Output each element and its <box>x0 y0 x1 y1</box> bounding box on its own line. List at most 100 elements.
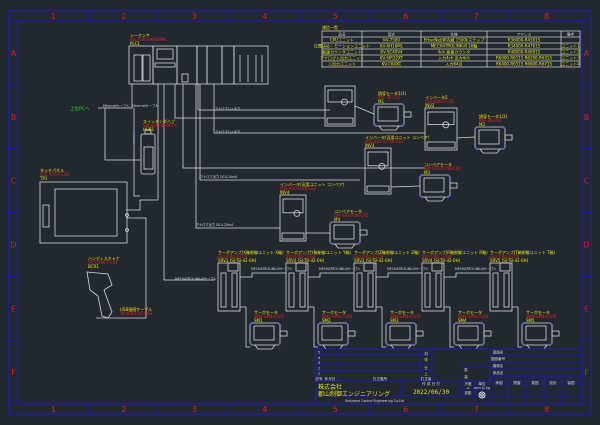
servo-drive-label: サーボアンプ(T軸制御ユニット T軸) <box>490 249 555 255</box>
rev-by-header: 訂正者 <box>421 376 432 381</box>
switching-hub: スイッチングハブ SW-HUB-8PORT-C HUB1 <box>140 118 178 175</box>
servo-link-label: MECHATROLINK-IIIケーブル <box>319 266 361 271</box>
table-cell: R6400-R6515 R6600-R6715 <box>496 62 552 67</box>
row-zone-label: C <box>584 177 590 186</box>
column-zone-label: 3 <box>192 405 197 414</box>
table-cell: R48000-R49915 <box>508 50 541 55</box>
servo-link-label: MECHATROLINK-IIIケーブル <box>387 266 429 271</box>
servo-drive-model: SV2-040-T-C05 <box>490 254 520 259</box>
inverter-1 <box>324 85 356 127</box>
rev-date-header: 年月日 <box>325 376 336 381</box>
approval-header: 製図 <box>567 380 575 385</box>
row-zone-label: A <box>584 49 590 58</box>
servo-motor-model: SMS-SM42-C03 <box>390 314 421 319</box>
approval-header: 承認 <box>495 380 503 385</box>
conveyor-motor-2-model: GM-SSY-0.4K-C02 <box>334 213 369 218</box>
scanner-cable-model: OP-88013-T-C03 <box>120 311 153 316</box>
created-date: 2022/06/30 <box>413 389 450 396</box>
table-header: 型式 <box>388 32 396 37</box>
scale-label: 尺度 <box>464 381 472 386</box>
date-label: 作 成 日 付 <box>422 381 440 386</box>
hmi-label: タッチパネル <box>40 167 64 173</box>
conveyor-motor-2-label: コンベアモータ <box>334 208 362 214</box>
table-cell: KV-SIR32XT <box>380 56 404 61</box>
servo-drive-tag: SRV3 (SJ-TB-42-0H) <box>354 258 393 263</box>
row-zone-label: B <box>584 113 590 122</box>
row-zone-label: F <box>584 368 589 377</box>
scale-value: = <box>466 385 469 390</box>
device-table-title: 通信一覧 <box>322 24 338 30</box>
servo-motor-tag: SM4 <box>458 318 467 323</box>
table-cell: 入力64点 <box>445 61 462 67</box>
servo-motor-model: SMS-SM42-C01 <box>254 314 285 319</box>
rev-symbol-header: 記号 <box>315 376 323 381</box>
servo-drive-label: サーボアンプ(Y軸制御ユニット Y軸) <box>286 249 351 255</box>
drawing-name-label: 図面名 <box>493 350 504 355</box>
conveyor-motor-1-label: コンベアモータ <box>424 161 452 167</box>
touch-panel: タッチパネル VT5-X15-T-C01 TP1 <box>39 167 129 244</box>
handy-scanner: ハンディスキャナ SR-G100-T-C01 BCR1 USB接続ケーブル OP… <box>86 255 153 319</box>
column-zone-label: 5 <box>333 405 338 414</box>
table-cell: R6000-R6115 R6200-R6315 <box>496 56 552 61</box>
lan-cable-label-1: Ethernetケーブル <box>103 103 130 108</box>
column-zone-label: 1 <box>51 405 56 414</box>
approval-header: 設計 <box>549 380 557 385</box>
table-header: 仕様 <box>450 32 458 37</box>
conveyor-motor-2-tag: M4 <box>334 217 340 222</box>
hub-tag: HUB1 <box>143 127 155 132</box>
servo-drive-label: サーボアンプ(Z軸制御ユニット Z軸) <box>354 249 420 255</box>
servo-motor-label: サーボモータ <box>390 309 414 315</box>
column-zone-label: 6 <box>403 12 408 21</box>
revision-number: 5 <box>318 351 320 355</box>
table-cell: 入力4ch 出力4ch <box>438 55 470 61</box>
column-zone-label: 3 <box>192 12 197 21</box>
column-zone-label: 4 <box>262 405 267 414</box>
servo-drive-tag: SRV5 (SJ-TB-42-0H) <box>490 258 529 263</box>
table-cell: 高速カウンタユニット <box>322 49 362 55</box>
servo-motor-label: サーボモータ <box>526 309 550 315</box>
net-label-3: アナログ出力 DC4-20mA <box>200 174 238 179</box>
inverter-2-tag: INV2 <box>425 103 435 108</box>
servo-motor-tag: SM3 <box>390 318 399 323</box>
induction-motor-2-label: 誘導モータ1(2) <box>479 113 508 119</box>
scanner-tag: BCR1 <box>88 264 99 269</box>
machine-label: 機械名 <box>493 363 504 368</box>
company-name-2: 郡山制御エンジニアリング <box>318 390 390 398</box>
servo-drive-model: SV2-040-T-C02 <box>286 254 316 259</box>
servo-drive-label: サーボアンプ(X軸制御ユニット X軸) <box>218 249 284 255</box>
hmi-tag: TP1 <box>39 176 48 181</box>
lan-cable-label-2: Ethernetケーブル <box>132 103 159 108</box>
drawing-no-label: 図面番号 <box>491 356 506 361</box>
servo-motor-model: SMS-SM42-C02 <box>322 314 353 319</box>
table-header: アドレス <box>517 32 532 37</box>
servo-motor-model: SMS-SM42-C05 <box>526 314 557 319</box>
table-cell: 位置決め・モーションユニット <box>314 43 370 49</box>
scanner-cable-label: USB接続ケーブル <box>120 306 152 312</box>
table-cell: R34000-R47615 <box>508 44 541 49</box>
inverter-2-model: FRE-800-T-C01 <box>425 99 455 104</box>
table-cell: 4ch 高速カウンタ <box>438 49 471 55</box>
material-label: 材 <box>424 351 428 356</box>
servo-link-label: MECHATROLINK-IIIケーブル <box>455 266 497 271</box>
plc-rack: シーケンサ KV-7500+XH16ML PLC1 <box>128 32 269 85</box>
table-cell: ユニット2 <box>561 50 580 55</box>
column-zone-label: 1 <box>51 12 56 21</box>
row-zone-label: B <box>11 113 17 122</box>
projection-symbol-icon <box>478 391 486 399</box>
row-zone-label: E <box>584 304 589 313</box>
scanner-model: SR-G100-T-C01 <box>88 260 118 265</box>
inverter-4-tag: INV4 <box>280 190 290 195</box>
induction-motor-1-label: 誘導モータ1(1) <box>378 90 407 96</box>
induction-motor-1-model: IMF-TB-C01 <box>378 95 401 100</box>
inverter-2-label: インバータ2 <box>425 94 448 100</box>
servo-drive-model: SV2-040-T-C01 <box>218 254 248 259</box>
servo-drive-tag: SRV2 (SJ-TB-42-0H) <box>286 258 325 263</box>
servo-motor-label: サーボモータ <box>458 309 482 315</box>
servo-link-label: MECHATROLINK-IIIケーブル <box>251 266 293 271</box>
